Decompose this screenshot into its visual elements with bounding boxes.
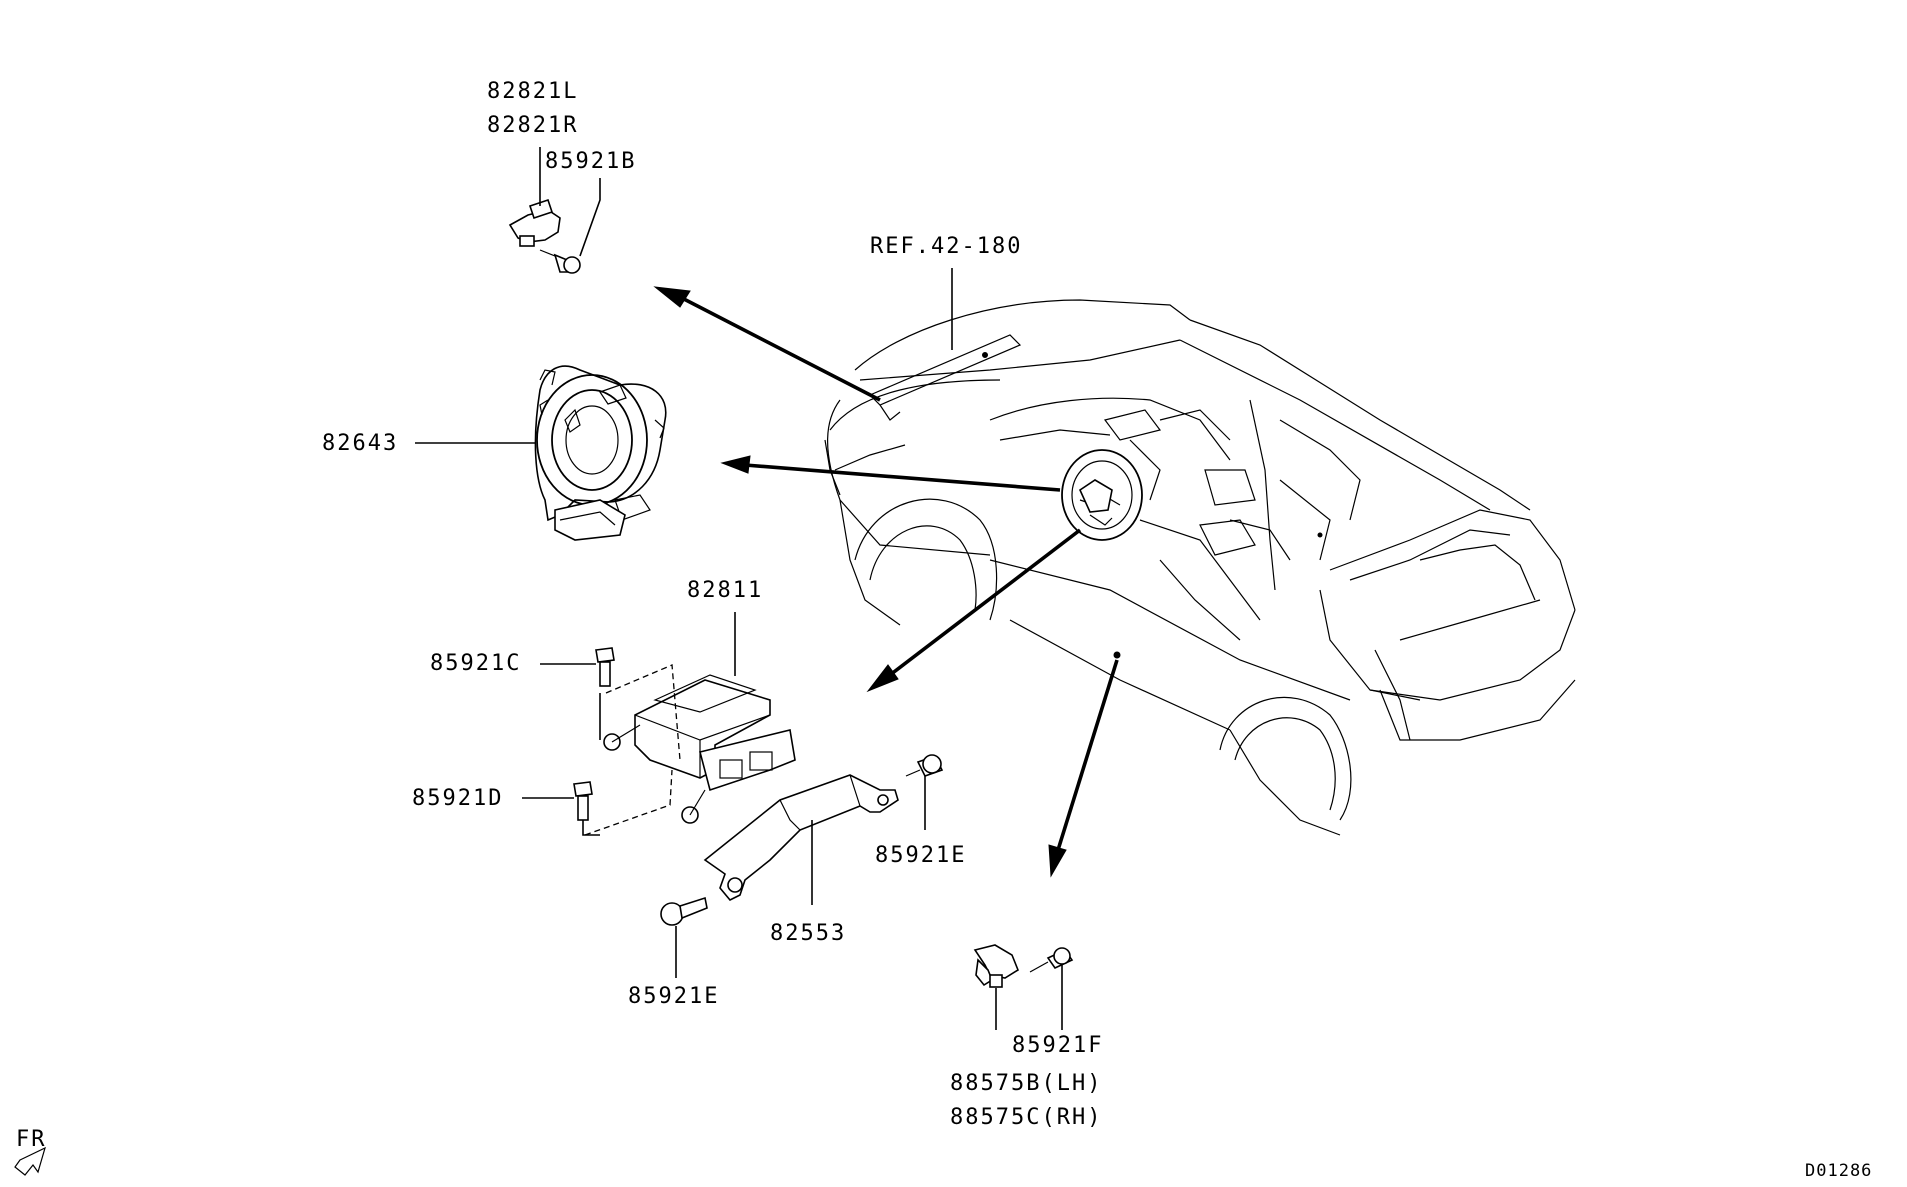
label-82821l: 82821L — [487, 79, 578, 104]
label-85921f: 85921F — [1012, 1033, 1103, 1058]
bolt-85921c — [540, 647, 615, 687]
impact-sensor-88575 — [973, 944, 1074, 1030]
label-82821r: 82821R — [487, 113, 578, 138]
label-diagram-id: D01286 — [1805, 1161, 1872, 1181]
bolt-85921e-bottom — [660, 896, 708, 978]
srs-control-unit-82811 — [582, 612, 796, 836]
part-labels: 82821L 82821R 85921B REF.42-180 82643 82… — [16, 79, 1872, 1181]
label-85921b: 85921B — [545, 149, 636, 174]
vehicle-outline — [824, 299, 1576, 836]
pointer-arrows — [653, 286, 1119, 878]
label-82643: 82643 — [322, 431, 398, 456]
label-ref: REF.42-180 — [870, 234, 1022, 259]
sensor-82821 — [508, 147, 601, 274]
label-85921e-bottom: 85921E — [628, 984, 719, 1009]
label-85921d: 85921D — [412, 786, 503, 811]
label-88575c: 88575C(RH) — [950, 1105, 1102, 1130]
label-fr: FR — [16, 1127, 47, 1152]
clockspring-82643 — [415, 365, 667, 541]
label-82553: 82553 — [770, 921, 846, 946]
label-85921e-right: 85921E — [875, 843, 966, 868]
label-88575b: 88575B(LH) — [950, 1071, 1102, 1096]
label-85921c: 85921C — [430, 651, 521, 676]
bolt-85921d — [522, 781, 593, 821]
bolt-85921e-right — [905, 754, 944, 830]
bracket-82553 — [703, 774, 899, 905]
label-82811: 82811 — [687, 578, 763, 603]
front-direction-arrow — [14, 1146, 46, 1176]
